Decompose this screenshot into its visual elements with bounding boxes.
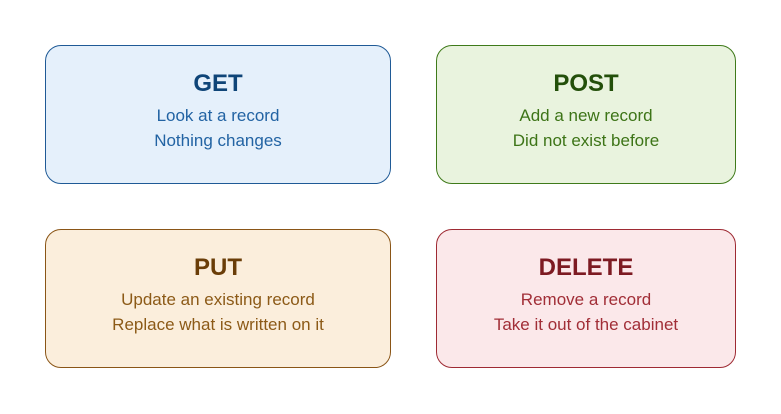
get-note: Nothing changes: [154, 131, 282, 150]
delete-card: DELETE Remove a record Take it out of th…: [436, 229, 736, 368]
delete-description: Remove a record: [520, 290, 652, 309]
post-description: Add a new record: [519, 106, 653, 125]
put-card: PUT Update an existing record Replace wh…: [45, 229, 391, 368]
put-title: PUT: [194, 254, 242, 281]
get-title: GET: [193, 70, 243, 97]
get-card: GET Look at a record Nothing changes: [45, 45, 391, 184]
post-title: POST: [553, 70, 619, 97]
put-note: Replace what is written on it: [112, 315, 324, 334]
get-description: Look at a record: [156, 106, 280, 125]
post-card: POST Add a new record Did not exist befo…: [436, 45, 736, 184]
delete-title: DELETE: [538, 254, 634, 281]
put-description: Update an existing record: [121, 290, 315, 309]
delete-note: Take it out of the cabinet: [493, 315, 679, 334]
post-note: Did not exist before: [512, 131, 660, 150]
